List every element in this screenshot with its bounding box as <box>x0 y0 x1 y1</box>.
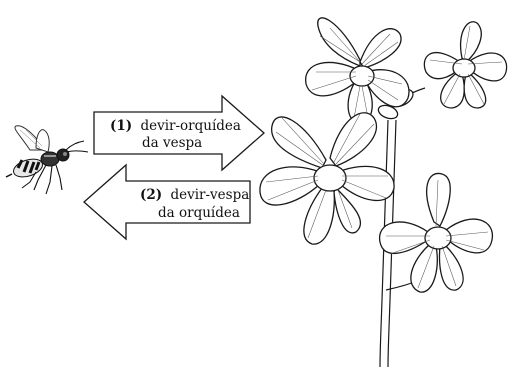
arrow-1-text: (1) devir-orquídea <box>110 118 241 134</box>
orchid-flower-middle <box>260 113 394 244</box>
arrow-1-line1: devir-orquídea <box>140 118 241 134</box>
arrow-2-line1: devir-vespa <box>170 187 249 203</box>
arrow-2-text: (2) devir-vespa <box>140 187 249 203</box>
wasp-icon <box>6 126 88 194</box>
orchid-flower-lower <box>380 173 493 292</box>
orchid-icon <box>260 18 507 367</box>
arrow-1-number: (1) <box>110 118 132 134</box>
orchid-flower-top-right <box>424 22 506 108</box>
arrow-2-line2: da orquídea <box>158 205 240 221</box>
arrow-1-line2: da vespa <box>142 135 202 151</box>
arrow-2-number: (2) <box>140 187 162 203</box>
